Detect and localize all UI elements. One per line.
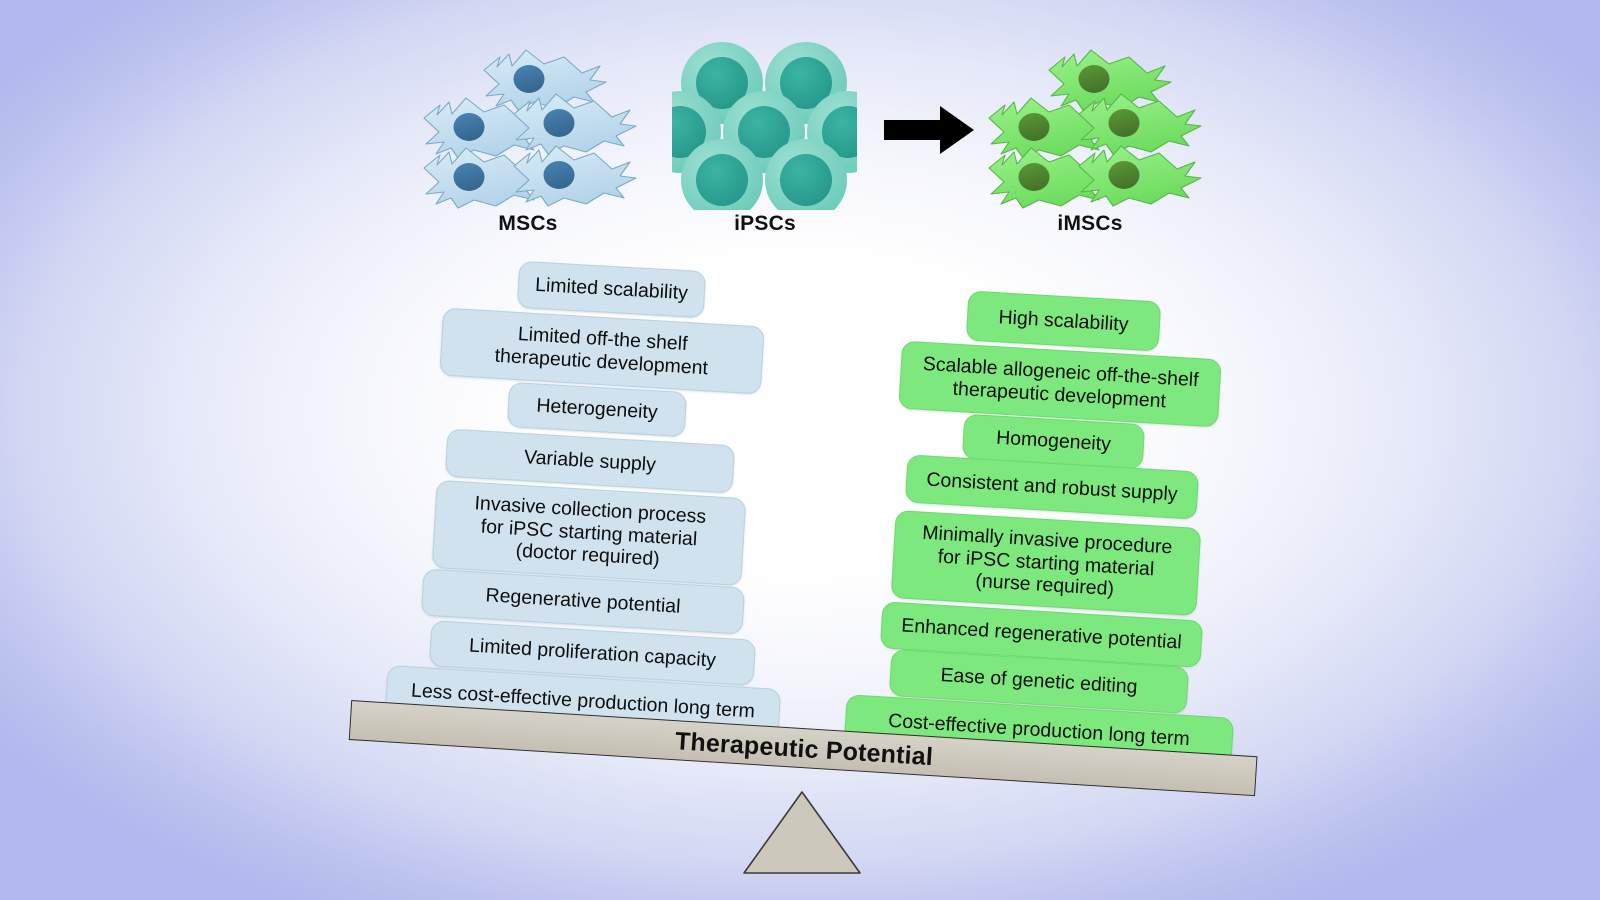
left-item-4: Invasive collection process for iPSC sta… xyxy=(431,479,747,587)
fulcrum xyxy=(742,790,862,875)
mscs-label: MSCs xyxy=(498,212,558,235)
mesenchymal-cells-icon xyxy=(423,49,637,209)
imscs-label: iMSCs xyxy=(1057,212,1123,235)
right-item-0: High scalability xyxy=(965,290,1162,352)
right-item-1: Scalable allogeneic off-the-shelf therap… xyxy=(898,340,1222,428)
ipsc-colony-icon xyxy=(639,42,889,221)
left-item-1: Limited off-the shelf therapeutic develo… xyxy=(439,307,765,395)
derivation-arrow-wrap xyxy=(882,102,977,158)
right-item-3: Consistent and robust supply xyxy=(904,454,1200,520)
arrow-right-icon xyxy=(884,106,974,154)
left-item-0: Limited scalability xyxy=(516,260,707,319)
induced-mesenchymal-cells-icon xyxy=(988,49,1202,209)
left-item-2: Heterogeneity xyxy=(506,381,688,438)
ipscs-label: iPSCs xyxy=(734,212,796,235)
right-item-4: Minimally invasive procedure for iPSC st… xyxy=(890,510,1202,616)
ipscs-cell-illustration xyxy=(639,38,889,221)
imscs-cell-illustration xyxy=(985,40,1205,210)
mscs-cell-illustration xyxy=(420,40,640,210)
fulcrum-triangle-icon xyxy=(743,791,861,874)
